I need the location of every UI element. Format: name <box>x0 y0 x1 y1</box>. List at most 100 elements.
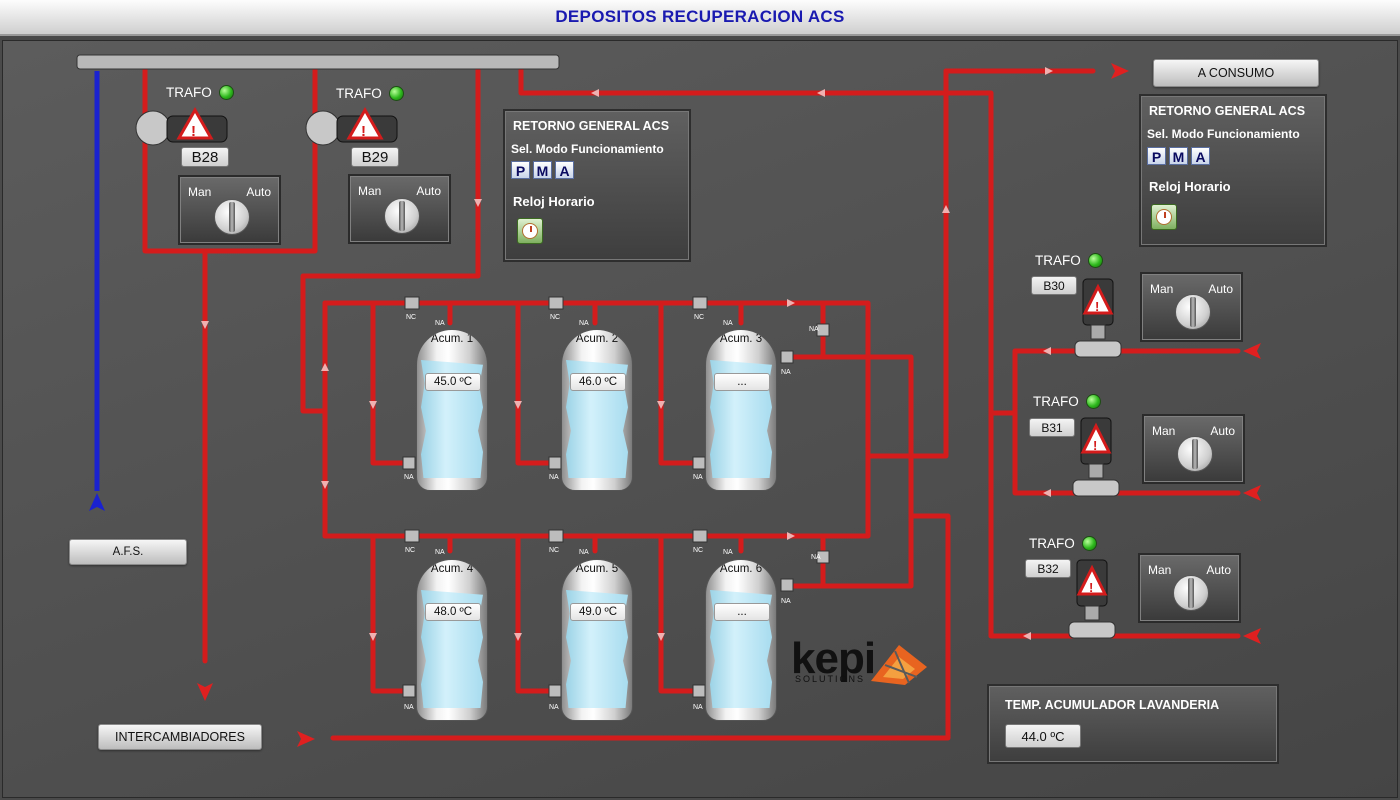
selector-man-label: Man <box>1152 424 1176 438</box>
svg-text:NA: NA <box>404 704 414 711</box>
selector-b30[interactable]: Man Auto <box>1140 272 1243 342</box>
svg-text:NC: NC <box>405 547 415 554</box>
tank-temperature: 49.0 ºC <box>570 603 626 621</box>
mode-a-button[interactable]: A <box>1191 147 1210 165</box>
selector-auto-label: Auto <box>416 184 441 198</box>
tank-temperature: 48.0 ºC <box>425 603 481 621</box>
mode-a-button[interactable]: A <box>555 161 574 179</box>
svg-text:NA: NA <box>693 474 703 481</box>
laundry-temp-panel: TEMP. ACUMULADOR LAVANDERIA 44.0 ºC <box>987 684 1279 764</box>
mode-m-button[interactable]: M <box>533 161 552 179</box>
mode-label: Sel. Modo Funcionamiento <box>511 142 664 156</box>
tank-acum-5[interactable]: Acum. 5 49.0 ºC <box>561 559 633 721</box>
svg-text:NA: NA <box>549 474 559 481</box>
selector-knob[interactable] <box>1177 436 1213 472</box>
panel-title: RETORNO GENERAL ACS <box>1149 104 1306 118</box>
mode-p-button[interactable]: P <box>511 161 530 179</box>
selector-knob[interactable] <box>1175 294 1211 330</box>
selector-knob[interactable] <box>1173 575 1209 611</box>
tank-name: Acum. 1 <box>430 333 474 345</box>
svg-text:NC: NC <box>550 314 560 321</box>
clock-label: Reloj Horario <box>513 194 595 209</box>
a-consumo-button[interactable]: A CONSUMO <box>1153 59 1319 87</box>
tank-acum-6[interactable]: Acum. 6 ... <box>705 559 777 721</box>
pump-id-b31: B31 <box>1029 418 1075 437</box>
tank-temperature: 45.0 ºC <box>425 373 481 391</box>
trafo-label-b30: TRAFO <box>1035 253 1081 268</box>
trafo-label-b29: TRAFO <box>336 86 382 101</box>
svg-text:NA: NA <box>781 369 791 376</box>
kepi-logo-sub: SOLUTIONS <box>795 674 866 684</box>
pump-id-b32: B32 <box>1025 559 1071 578</box>
svg-text:NA: NA <box>404 474 414 481</box>
mode-m-button[interactable]: M <box>1169 147 1188 165</box>
selector-b28[interactable]: Man Auto <box>178 175 281 245</box>
selector-b29[interactable]: Man Auto <box>348 174 451 244</box>
svg-text:NA: NA <box>435 549 445 556</box>
tank-name: Acum. 6 <box>719 563 763 575</box>
svg-text:NA: NA <box>579 549 589 556</box>
status-led-b31 <box>1086 394 1101 409</box>
tank-acum-2[interactable]: Acum. 2 46.0 ºC <box>561 329 633 491</box>
svg-text:!: ! <box>1093 438 1097 453</box>
selector-man-label: Man <box>1150 282 1174 296</box>
selector-knob[interactable] <box>214 199 250 235</box>
tank-name: Acum. 4 <box>430 563 474 575</box>
trafo-label-b28: TRAFO <box>166 85 212 100</box>
tank-temperature: 46.0 ºC <box>570 373 626 391</box>
afs-button[interactable]: A.F.S. <box>69 539 187 565</box>
selector-b32[interactable]: Man Auto <box>1138 553 1241 623</box>
laundry-temperature: 44.0 ºC <box>1005 724 1081 748</box>
pump-icon-b28[interactable]: ! <box>133 106 229 152</box>
tank-name: Acum. 2 <box>575 333 619 345</box>
selector-b31[interactable]: Man Auto <box>1142 414 1245 484</box>
svg-text:NA: NA <box>809 326 819 333</box>
panel-title: RETORNO GENERAL ACS <box>513 119 670 133</box>
svg-text:NA: NA <box>723 549 733 556</box>
tank-acum-4[interactable]: Acum. 4 48.0 ºC <box>416 559 488 721</box>
svg-text:NA: NA <box>435 320 445 327</box>
trafo-label-b31: TRAFO <box>1033 394 1079 409</box>
pump-id-b30: B30 <box>1031 276 1077 295</box>
retorno-panel-1: RETORNO GENERAL ACS Sel. Modo Funcionami… <box>503 109 691 262</box>
selector-auto-label: Auto <box>1210 424 1235 438</box>
status-led-b30 <box>1088 253 1103 268</box>
intercambiadores-button[interactable]: INTERCAMBIADORES <box>98 724 262 750</box>
tank-temperature: ... <box>714 373 770 391</box>
mode-label: Sel. Modo Funcionamiento <box>1147 127 1300 141</box>
svg-text:!: ! <box>191 123 196 140</box>
selector-man-label: Man <box>188 185 212 199</box>
tank-name: Acum. 5 <box>575 563 619 575</box>
pump-icon-b30[interactable]: ! <box>1069 277 1127 365</box>
clock-icon[interactable] <box>1151 204 1177 230</box>
pump-id-b29: B29 <box>351 147 399 167</box>
svg-text:NA: NA <box>811 554 821 561</box>
svg-text:!: ! <box>1095 299 1099 314</box>
selector-man-label: Man <box>358 184 382 198</box>
tank-acum-3[interactable]: Acum. 3 ... <box>705 329 777 491</box>
laundry-title: TEMP. ACUMULADOR LAVANDERIA <box>1005 698 1220 712</box>
svg-text:NA: NA <box>579 320 589 327</box>
svg-text:NC: NC <box>694 314 704 321</box>
kepi-logo-mark <box>871 645 927 685</box>
tank-name: Acum. 3 <box>719 333 763 345</box>
svg-text:NC: NC <box>549 547 559 554</box>
svg-text:NA: NA <box>723 320 733 327</box>
kepi-logo: kepi <box>791 634 876 683</box>
pump-icon-b31[interactable]: ! <box>1067 416 1125 504</box>
valve-label: NC <box>406 314 416 321</box>
selector-knob[interactable] <box>384 198 420 234</box>
tank-acum-1[interactable]: Acum. 1 45.0 ºC <box>416 329 488 491</box>
selector-auto-label: Auto <box>1208 282 1233 296</box>
svg-text:NA: NA <box>693 704 703 711</box>
clock-label: Reloj Horario <box>1149 179 1231 194</box>
svg-text:!: ! <box>1089 580 1093 595</box>
pump-icon-b32[interactable]: ! <box>1063 558 1121 646</box>
pump-icon-b29[interactable]: ! <box>303 106 399 152</box>
title-bar: DEPOSITOS RECUPERACION ACS <box>0 0 1400 36</box>
status-led-b29 <box>389 86 404 101</box>
mode-p-button[interactable]: P <box>1147 147 1166 165</box>
selector-man-label: Man <box>1148 563 1172 577</box>
clock-icon[interactable] <box>517 218 543 244</box>
